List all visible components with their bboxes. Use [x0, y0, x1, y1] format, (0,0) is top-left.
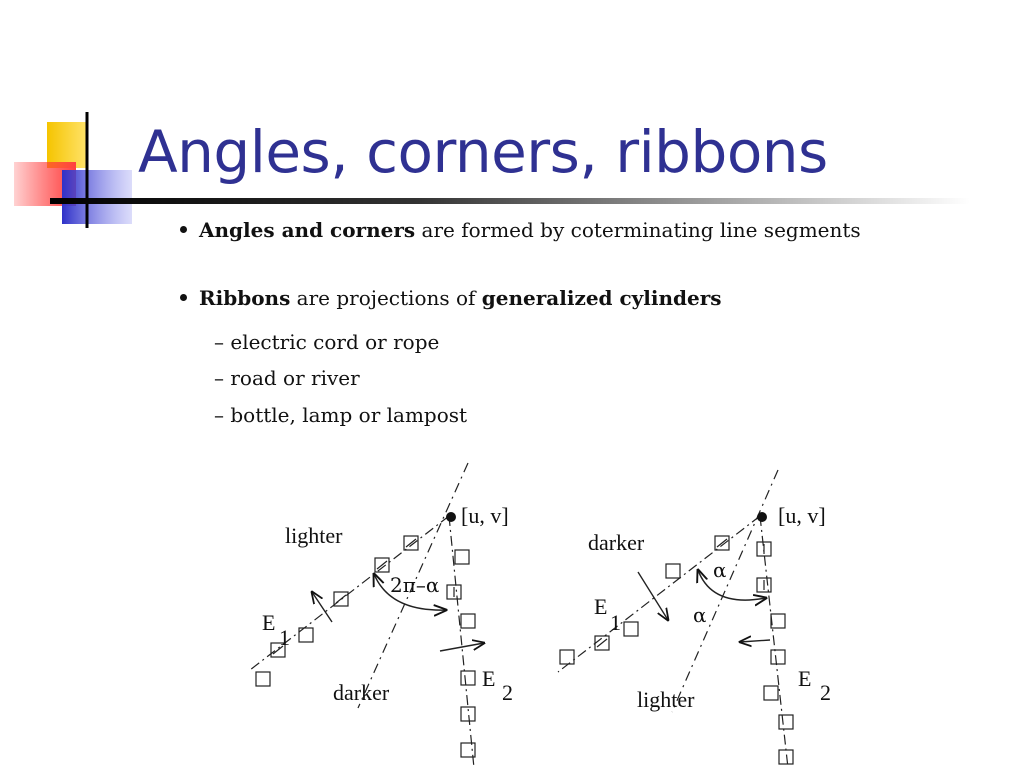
angle-arc [374, 574, 446, 610]
bullet-bold-2: generalized cylinders [481, 286, 722, 310]
logo-blue-square [62, 170, 132, 224]
edge1-squares [559, 535, 730, 665]
region-label-darker-left: darker [333, 680, 390, 705]
edge1-line [557, 515, 761, 673]
edge2-squares [756, 541, 794, 765]
gradient-arrow-e2 [740, 640, 771, 642]
edge2-sub-left: 2 [502, 680, 513, 705]
title-rule [50, 198, 970, 204]
bisector-line [671, 469, 779, 713]
bullet-bold: Angles and corners [199, 218, 416, 242]
vertex-dot-right [757, 512, 767, 522]
bullet-bold: Ribbons [199, 286, 291, 310]
bullet-text: are projections of [290, 286, 482, 310]
region-label-lighter-left: lighter [285, 523, 343, 548]
bullet-ribbons: Ribbons are projections of generalized c… [180, 286, 722, 310]
slide-title: Angles, corners, ribbons [138, 118, 828, 186]
gradient-arrow-e1 [637, 571, 668, 620]
sub-bullet-road: – road or river [214, 366, 360, 390]
bullet-text: are formed by coterminating line segment… [415, 218, 861, 242]
edge1-label-left: E [262, 610, 275, 635]
region-label-lighter-right: lighter [637, 687, 695, 712]
region-label-darker-right: darker [588, 530, 645, 555]
edge1-sub-left: 1 [279, 625, 290, 650]
sub-bullet-bottle: – bottle, lamp or lampost [214, 403, 468, 427]
figure-right [557, 469, 794, 768]
gradient-arrow-e1 [312, 592, 333, 623]
angle-arc [698, 570, 766, 600]
bullet-dot [180, 226, 187, 233]
edge2-squares [446, 549, 476, 758]
edge2-line [759, 515, 789, 768]
slide-logo [14, 112, 132, 228]
edge1-label-right: E [594, 594, 607, 619]
angle-label-mid-right: α [693, 603, 707, 627]
edge1-squares [255, 535, 419, 687]
gradient-arrow-e2 [439, 643, 484, 652]
bullet-dot [180, 294, 187, 301]
sub-bullet-cord: – electric cord or rope [214, 330, 440, 354]
angle-label-left: 2π–α [390, 573, 439, 597]
vertex-label-right: [u, v] [778, 503, 826, 528]
edge2-label-right: E [798, 666, 811, 691]
edge2-line [448, 515, 475, 768]
edge1-line [249, 515, 450, 671]
figure-left [249, 462, 484, 768]
edge2-sub-right: 2 [820, 680, 831, 705]
bullet-angles: Angles and corners are formed by cotermi… [180, 218, 861, 242]
logo-yellow-square [47, 122, 87, 168]
edge2-label-left: E [482, 666, 495, 691]
vertex-dot-left [446, 512, 456, 522]
edge1-sub-right: 1 [610, 610, 621, 635]
angle-label-top-right: α [713, 558, 727, 582]
vertex-label-left: [u, v] [461, 503, 509, 528]
